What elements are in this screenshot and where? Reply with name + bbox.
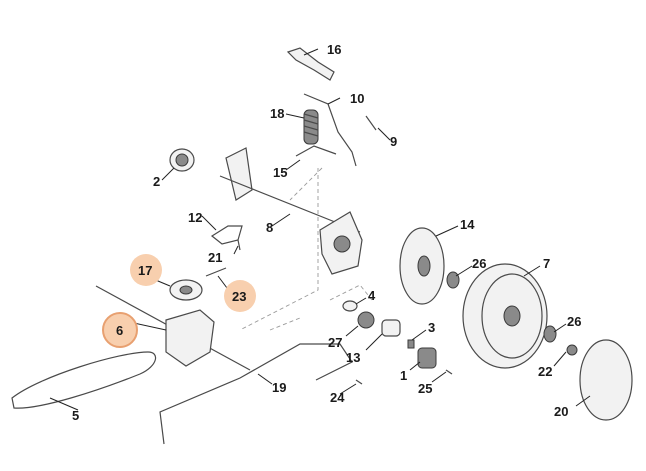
callout-21: 21 <box>208 250 222 265</box>
callout-7: 7 <box>543 256 550 271</box>
part-pulley <box>169 279 203 301</box>
assembly-guides <box>239 167 373 331</box>
callout-15: 15 <box>273 165 287 180</box>
callout-20: 20 <box>554 404 568 419</box>
callout-17: 17 <box>138 263 152 278</box>
part-small-spring <box>365 115 377 131</box>
callout-26-lower: 26 <box>567 314 581 329</box>
callout-16: 16 <box>327 42 341 57</box>
part-pinion <box>417 347 437 369</box>
callout-3: 3 <box>428 320 435 335</box>
callout-6: 6 <box>116 323 123 338</box>
callout-4: 4 <box>368 288 376 303</box>
part-small-pin <box>355 379 363 385</box>
part-circlip <box>445 369 453 375</box>
callout-27: 27 <box>328 335 342 350</box>
part-wire <box>295 145 337 157</box>
leader-lines <box>49 48 591 411</box>
callout-labels: 16 10 18 9 15 2 8 12 21 14 26 7 26 22 20… <box>72 42 581 423</box>
part-bushing <box>169 148 195 172</box>
part-key-pin <box>205 267 227 277</box>
callout-1: 1 <box>400 368 407 383</box>
part-bracket <box>286 47 335 81</box>
highlight-17 <box>130 254 162 286</box>
highlight-23 <box>224 280 256 312</box>
part-washer-4 <box>342 300 358 312</box>
part-washer-lower <box>543 325 557 343</box>
part-gearbox <box>95 285 251 371</box>
part-wheel-cap <box>399 227 445 305</box>
callout-14: 14 <box>460 217 475 232</box>
callout-10: 10 <box>350 91 364 106</box>
part-axle <box>219 147 363 275</box>
part-clamp <box>381 319 401 337</box>
part-screw <box>237 239 241 251</box>
part-pin <box>407 339 415 349</box>
callout-19: 19 <box>272 380 286 395</box>
part-nut <box>566 344 578 356</box>
callout-12: 12 <box>188 210 202 225</box>
part-clip <box>210 225 243 245</box>
callout-8: 8 <box>266 220 273 235</box>
callout-18: 18 <box>270 106 284 121</box>
part-washer-upper <box>446 271 460 289</box>
part-bushing-27 <box>357 311 375 329</box>
callout-24: 24 <box>330 390 345 405</box>
callout-2: 2 <box>153 174 160 189</box>
callout-5: 5 <box>72 408 79 423</box>
part-hubcap <box>579 339 633 421</box>
part-wheel <box>462 263 548 369</box>
callout-26-upper: 26 <box>472 256 486 271</box>
callout-23: 23 <box>232 289 246 304</box>
part-handle <box>159 343 353 445</box>
part-spring <box>303 109 319 145</box>
part-rod <box>303 93 357 167</box>
callout-22: 22 <box>538 364 552 379</box>
part-belt <box>11 351 157 409</box>
callout-9: 9 <box>390 134 397 149</box>
highlight-markers <box>102 254 256 348</box>
callout-13: 13 <box>346 350 360 365</box>
highlight-6 <box>102 312 138 348</box>
callout-25: 25 <box>418 381 432 396</box>
